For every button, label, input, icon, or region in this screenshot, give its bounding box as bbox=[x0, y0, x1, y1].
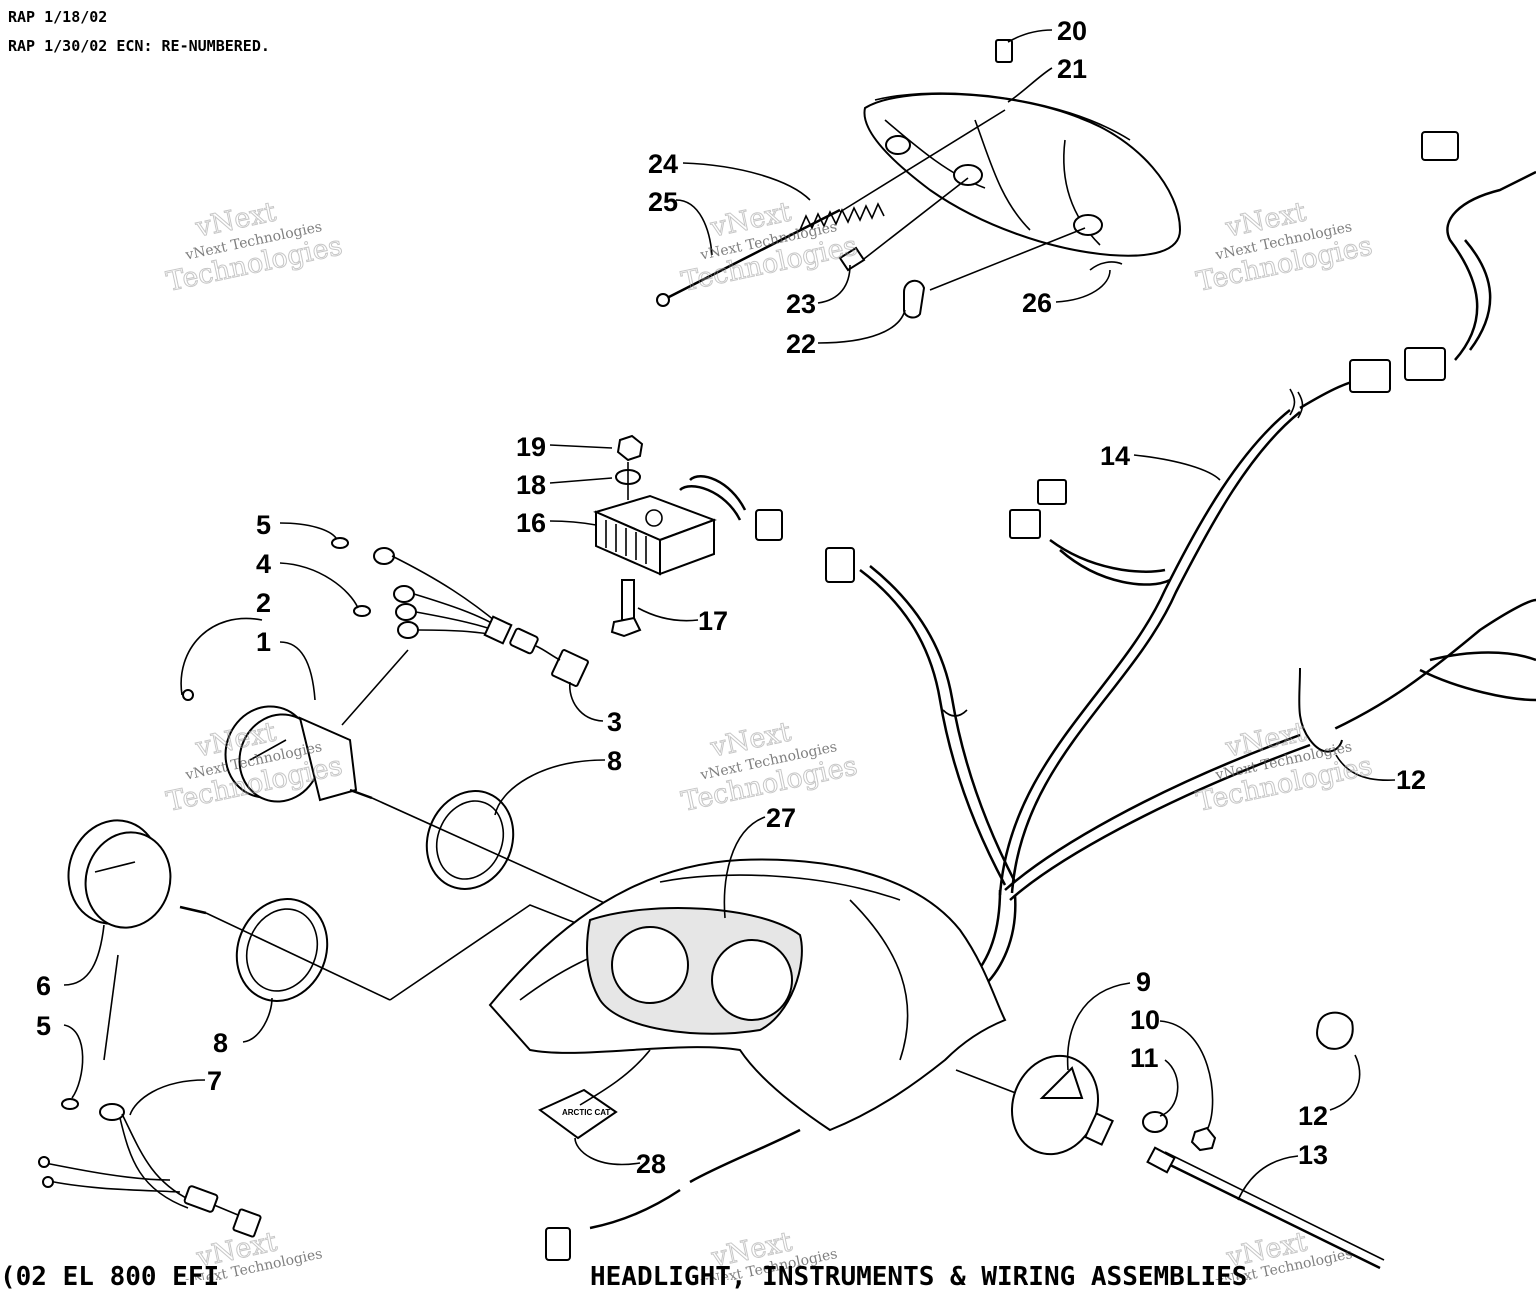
gauge-bezel-upper bbox=[425, 790, 515, 890]
dash-harness-connector bbox=[545, 1227, 571, 1261]
callout-14: 14 bbox=[1100, 441, 1130, 471]
callout-7: 7 bbox=[207, 1066, 222, 1096]
revision-note-2: RAP 1/30/02 ECN: RE-NUMBERED. bbox=[8, 37, 270, 55]
cable-clamp bbox=[1316, 1011, 1354, 1050]
gauge-speedometer bbox=[67, 819, 207, 929]
footer-diagram-title: HEADLIGHT, INSTRUMENTS & WIRING ASSEMBLI… bbox=[590, 1262, 1248, 1292]
callout-10: 10 bbox=[1130, 1005, 1160, 1035]
callout-9: 9 bbox=[1136, 967, 1151, 997]
instrument-dash-panel bbox=[488, 858, 1007, 1132]
callout-19: 19 bbox=[516, 432, 546, 462]
callout-8-upper: 8 bbox=[607, 746, 622, 776]
watermark-7: vNext vNext Technologies bbox=[184, 1226, 324, 1280]
callout-11: 11 bbox=[1130, 1043, 1159, 1073]
footer-model-code: (02 EL 800 EFI bbox=[0, 1262, 220, 1292]
dash-harness-lower bbox=[589, 1188, 681, 1230]
callout-5-upper: 5 bbox=[256, 510, 271, 540]
callout-17: 17 bbox=[698, 606, 728, 636]
callout-18: 18 bbox=[516, 470, 546, 500]
watermark-4: vNext vNext Technologies Technologies bbox=[163, 716, 345, 818]
harness-clamp bbox=[1298, 667, 1343, 753]
callout-12-upper: 12 bbox=[1396, 765, 1426, 795]
callout-16: 16 bbox=[516, 508, 546, 538]
callout-27: 27 bbox=[766, 803, 796, 833]
warning-decal: ARCTIC CAT bbox=[538, 1088, 618, 1140]
callout-6: 6 bbox=[36, 971, 51, 1001]
watermark-6: vNext vNext Technologies Technologies bbox=[1193, 716, 1375, 818]
callout-25: 25 bbox=[648, 187, 678, 217]
ignition-switch-group bbox=[1010, 1054, 1217, 1156]
gauge-light-harness bbox=[331, 537, 589, 687]
callout-12-lower: 12 bbox=[1298, 1101, 1328, 1131]
watermark-2: vNext vNext Technologies Technologies bbox=[678, 196, 860, 298]
wiring-harness bbox=[679, 131, 1536, 1011]
callout-3: 3 bbox=[607, 707, 622, 737]
callout-8-lower: 8 bbox=[213, 1028, 228, 1058]
callout-26: 26 bbox=[1022, 288, 1052, 318]
watermarks: vNext vNext Technologies Technologies vN… bbox=[163, 196, 1375, 1280]
watermark-5: vNext vNext Technologies Technologies bbox=[678, 716, 860, 818]
callout-13: 13 bbox=[1298, 1140, 1328, 1170]
callout-1: 1 bbox=[256, 627, 271, 657]
gauge-tachometer bbox=[180, 617, 373, 803]
adjuster-screw bbox=[656, 109, 1123, 319]
callout-2: 2 bbox=[256, 588, 271, 618]
revision-note-1: RAP 1/18/02 bbox=[8, 8, 108, 26]
callout-21: 21 bbox=[1057, 54, 1087, 84]
callout-22: 22 bbox=[786, 329, 816, 359]
decal-label: ARCTIC CAT bbox=[562, 1108, 610, 1117]
headlight-clip bbox=[995, 39, 1013, 63]
leader-lines bbox=[63, 29, 1396, 1201]
callout-23: 23 bbox=[786, 289, 816, 319]
callout-4: 4 bbox=[256, 549, 271, 579]
gauge-bezel-lower bbox=[235, 898, 329, 1002]
callout-labels: 20 21 24 25 23 22 26 14 19 18 16 17 5 4 … bbox=[36, 16, 1426, 1179]
speedometer-cable bbox=[1146, 1146, 1385, 1270]
speedo-light-harness bbox=[38, 1098, 262, 1238]
callout-5-lower: 5 bbox=[36, 1011, 51, 1041]
watermark-1: vNext vNext Technologies Technologies bbox=[163, 196, 345, 298]
headlight-assembly bbox=[863, 39, 1182, 257]
callout-28: 28 bbox=[636, 1149, 666, 1179]
dash-harness-upper bbox=[689, 1128, 801, 1184]
voltage-regulator bbox=[593, 434, 717, 638]
callout-24: 24 bbox=[648, 149, 678, 179]
callout-20: 20 bbox=[1057, 16, 1087, 46]
watermark-3: vNext vNext Technologies Technologies bbox=[1193, 196, 1375, 298]
